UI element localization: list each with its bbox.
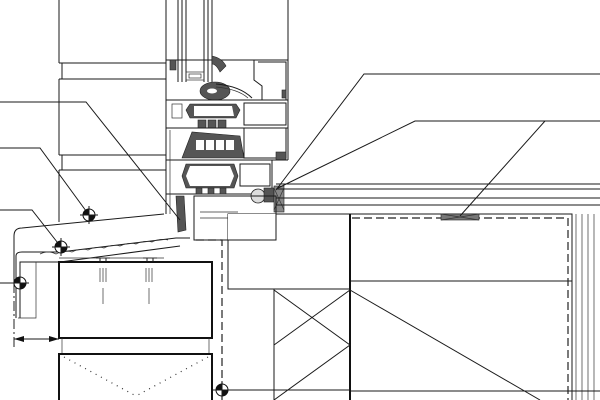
window-frame-profile (165, 55, 289, 233)
reference-marker (213, 381, 231, 399)
exterior-sill-flashing (13, 213, 190, 319)
reference-marker (11, 274, 29, 292)
insulation-block (273, 214, 541, 400)
sill-block-upper (58, 257, 213, 339)
sill-block-lower (58, 338, 213, 400)
reference-marker (52, 238, 70, 256)
interior-sill-board (276, 183, 600, 400)
wall-masonry (227, 213, 351, 290)
exterior-reveal (58, 0, 166, 222)
membrane-lines (13, 239, 223, 400)
leader-lines (0, 73, 600, 391)
dimension-arrow (14, 336, 59, 342)
reference-marker (80, 206, 98, 224)
